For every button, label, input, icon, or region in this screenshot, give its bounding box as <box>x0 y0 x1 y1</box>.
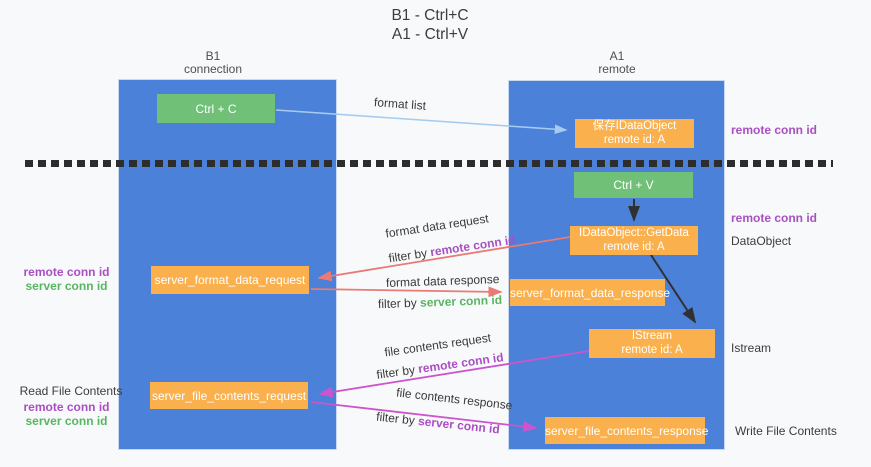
getdata-line1: IDataObject::GetData <box>579 227 689 239</box>
istream-line1: IStream <box>631 330 673 342</box>
lane-a1-name: A1 <box>609 49 625 63</box>
edge-label-format-data-request: format data request <box>384 211 490 241</box>
server-file-contents-request-label: server_file_contents_request <box>151 388 307 403</box>
annotation-left-file-ids: remote conn id server conn id <box>14 400 119 428</box>
edge-label-file-contents-response: file contents response <box>395 385 514 413</box>
node-server-file-contents-response: server_file_contents_response <box>545 417 709 444</box>
annotation-write-file-contents: Write File Contents <box>735 424 837 438</box>
server-format-data-response-label: server_format_data_response <box>510 285 671 300</box>
getdata-line2: remote id: A <box>603 240 665 253</box>
save-dataobject-line1: 保存IDataObject <box>592 120 677 132</box>
filter-by-prefix: filter by <box>387 245 432 266</box>
node-server-format-data-request: server_format_data_request <box>151 266 309 294</box>
dashed-divider <box>25 160 833 167</box>
node-istream: IStream remote id: A <box>589 329 715 358</box>
title-line-2: A1 - Ctrl+V <box>391 26 469 43</box>
ctrl-v-label: Ctrl + V <box>613 178 654 192</box>
filter-server-conn-id: server conn id <box>417 413 501 437</box>
title-line-1: B1 - Ctrl+C <box>391 7 469 24</box>
edge-label-format-data-response: format data response <box>385 272 500 290</box>
left-file-server-conn-id: server conn id <box>25 414 108 428</box>
server-format-data-request-label: server_format_data_request <box>154 273 306 287</box>
node-server-file-contents-request: server_file_contents_request <box>150 382 308 409</box>
lane-b1-name: B1 <box>205 49 221 63</box>
lane-header-a1: A1 remote <box>567 50 667 76</box>
node-save-dataobject: 保存IDataObject remote id: A <box>575 119 694 148</box>
server-file-contents-response-label: server_file_contents_response <box>545 423 709 438</box>
diagram-title: B1 - Ctrl+C A1 - Ctrl+V <box>330 6 530 44</box>
left-format-remote-conn-id: remote conn id <box>23 265 110 279</box>
node-ctrl-v: Ctrl + V <box>574 172 693 198</box>
annotation-remote-conn-id-top: remote conn id <box>731 123 818 137</box>
save-dataobject-line2: remote id: A <box>603 133 666 146</box>
annotation-read-file-contents: Read File Contents <box>19 384 123 398</box>
left-file-remote-conn-id: remote conn id <box>23 400 110 414</box>
lane-header-b1: B1 connection <box>163 50 263 76</box>
filter-remote-conn-id: remote conn id <box>429 232 517 260</box>
annotation-dataobject: DataObject <box>731 234 792 248</box>
node-ctrl-c: Ctrl + C <box>157 94 275 123</box>
arrow-format-data-response <box>310 286 503 298</box>
istream-line2: remote id: A <box>621 343 683 356</box>
filter-remote-conn-id: remote conn id <box>417 350 505 376</box>
filter-by-prefix: filter by <box>375 409 419 428</box>
filter-server-conn-id: server conn id <box>419 292 503 310</box>
edge-label-format-list: format list <box>373 95 427 113</box>
annotation-left-format-ids: remote conn id server conn id <box>14 265 119 293</box>
node-server-format-data-response: server_format_data_response <box>510 279 671 306</box>
filter-by-prefix: filter by <box>375 362 420 382</box>
filter-by-prefix: filter by <box>377 295 421 312</box>
annotation-remote-conn-id-mid: remote conn id <box>731 211 818 225</box>
lane-a1-subtitle: remote <box>598 62 636 76</box>
node-getdata: IDataObject::GetData remote id: A <box>570 226 698 255</box>
annotation-istream: Istream <box>731 341 772 355</box>
lane-b1-subtitle: connection <box>183 62 243 76</box>
edge-label-file-contents-response-filter: filter by server conn id <box>376 410 501 437</box>
left-format-server-conn-id: server conn id <box>25 279 108 293</box>
ctrl-c-label: Ctrl + C <box>195 101 237 116</box>
edge-label-format-data-response-filter: filter by server conn id <box>378 293 502 311</box>
